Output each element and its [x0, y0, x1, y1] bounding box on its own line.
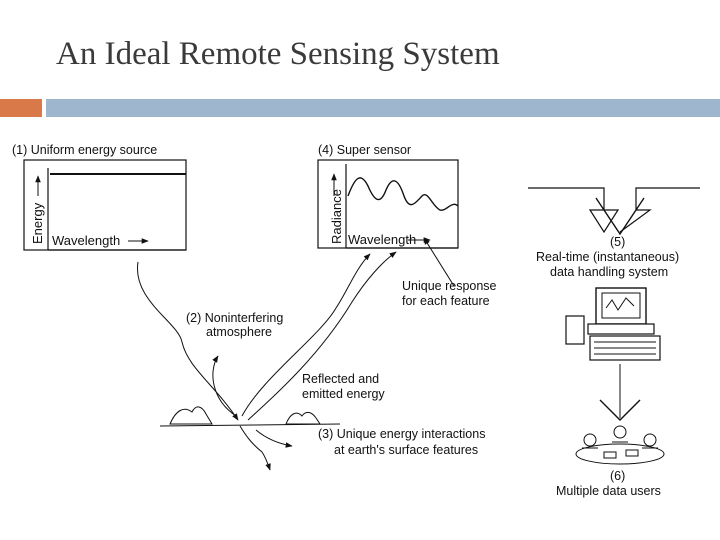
unique-response-pointer — [423, 237, 455, 287]
scatter-path — [212, 355, 237, 417]
users-arrow — [599, 399, 641, 421]
super-sensor-label: (4) Super sensor — [318, 143, 411, 157]
handling-label-line2: data handling system — [550, 265, 668, 279]
reflected-label-line2: emitted energy — [302, 387, 385, 401]
tree-feature — [169, 406, 213, 425]
atmosphere-label-line1: (2) Noninterfering — [186, 311, 283, 325]
data-funnel-arrow — [595, 197, 645, 236]
slide-title: An Ideal Remote Sensing System — [56, 36, 500, 72]
radiance-curve — [347, 177, 459, 211]
energy-source-label: (1) Uniform energy source — [12, 143, 157, 157]
interactions-label-line1: (3) Unique energy interactions — [318, 427, 485, 441]
users-number: (6) — [610, 469, 625, 483]
earth-surface-features — [159, 406, 341, 471]
incoming-energy-path — [137, 261, 239, 421]
atmosphere-label-line2: atmosphere — [206, 325, 272, 339]
super-sensor-panel: (4) Super sensor Radiance Wavelength — [317, 143, 459, 249]
reflected-label-line1: Reflected and — [302, 372, 379, 386]
data-funnel-left — [528, 187, 620, 234]
data-funnel-right — [619, 187, 700, 233]
radiance-x-label: Wavelength — [348, 232, 416, 247]
data-users-icon — [575, 425, 665, 465]
energy-source-panel: (1) Uniform energy source Energy Wavelen… — [12, 143, 187, 251]
absorbed-path — [255, 429, 293, 448]
radiance-y-label: Radiance — [329, 189, 344, 244]
handling-number: (5) — [610, 235, 625, 249]
title-underline-bar — [46, 99, 720, 117]
unique-response-line1: Unique response — [402, 279, 497, 293]
reflected-path-1 — [241, 253, 371, 417]
interactions-label-line2: at earth's surface features — [334, 443, 478, 457]
unique-response-line2: for each feature — [402, 294, 490, 308]
energy-x-label: Wavelength — [52, 233, 120, 248]
reflected-path-2 — [247, 251, 397, 421]
energy-y-label: Energy — [30, 202, 45, 244]
title-accent-bar — [0, 99, 42, 117]
computer-workstation-icon — [565, 287, 661, 361]
shrub-feature — [285, 411, 321, 425]
transmitted-path — [239, 425, 271, 471]
handling-label-line1: Real-time (instantaneous) — [536, 250, 679, 264]
users-label: Multiple data users — [556, 484, 661, 498]
